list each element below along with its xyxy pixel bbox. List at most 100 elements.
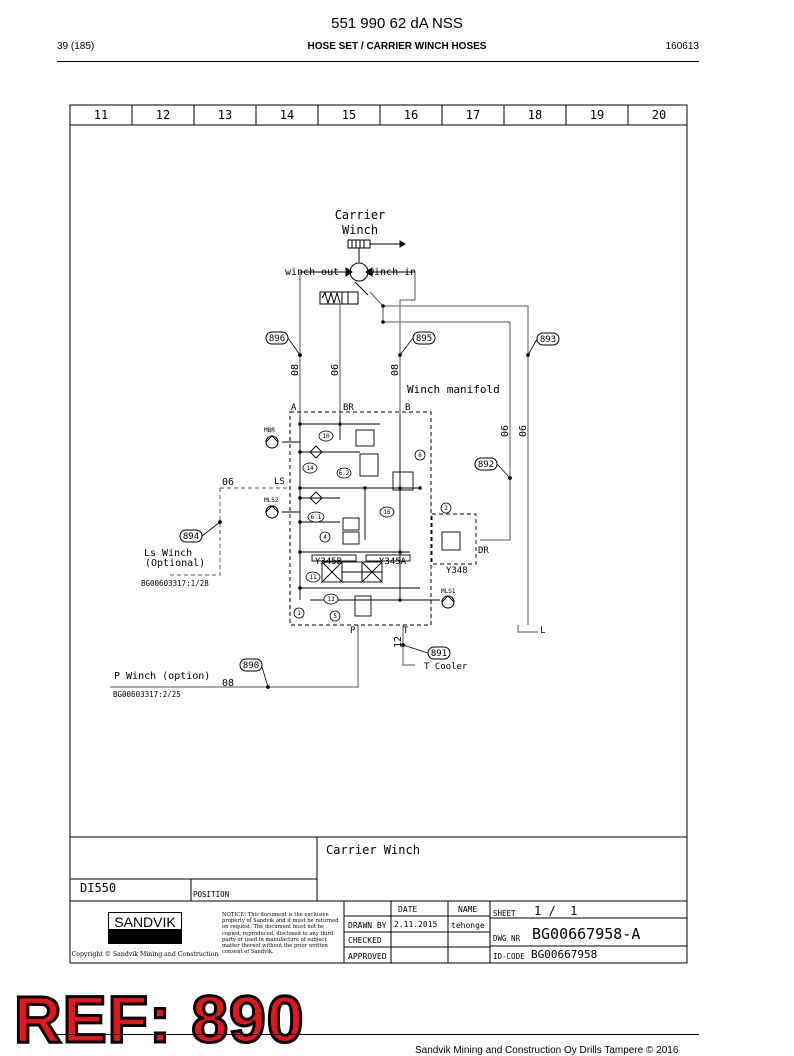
page-number: 39 (185)	[57, 41, 95, 52]
item-11: 11	[309, 574, 317, 581]
size-08-b: 08	[390, 364, 401, 376]
name-header: NAME	[458, 905, 477, 914]
footer-text: Sandvik Mining and Construction Oy Drill…	[415, 1045, 679, 1056]
hose-895-label: 895	[416, 334, 432, 344]
copyright-text: Copyright © Sandvik Mining and Construct…	[72, 951, 219, 958]
winch-out-label: winch out	[285, 267, 339, 278]
drawing-frame	[69, 104, 688, 964]
item-2: 2	[444, 505, 448, 512]
grid-col-18: 18	[528, 108, 542, 122]
ls-reference: BG00603317:1/28	[141, 579, 209, 588]
item-14: 14	[306, 465, 314, 472]
dwg-label: DWG NR	[493, 934, 521, 943]
size-06-b: 06	[500, 425, 511, 437]
winch-title-line1: Carrier	[335, 208, 386, 222]
notice-text: NOTICE! This document is the exclusive p…	[222, 912, 339, 956]
id-code-label: ID-CODE	[493, 952, 525, 961]
hose-891-label: 891	[431, 649, 447, 659]
manifold-label: Winch manifold	[407, 383, 500, 396]
hose-894-label: 894	[183, 532, 199, 542]
winch-motor-symbol: Carrier Winch	[300, 208, 415, 305]
grid-column-separators	[131, 105, 629, 125]
item-bubbles	[293, 430, 452, 622]
grid-col-17: 17	[466, 108, 480, 122]
mls1-label: MLS1	[441, 588, 456, 595]
section-title: HOSE SET / CARRIER WINCH HOSES	[307, 41, 487, 52]
header-rule	[57, 61, 699, 62]
checked-label: CHECKED	[348, 936, 382, 945]
valve-symbols	[309, 429, 477, 617]
port-b-label: B	[405, 403, 410, 413]
document-title: 551 990 62 dA NSS	[331, 15, 463, 32]
hose-892-label: 892	[478, 460, 494, 470]
sheet-value: 1 / 1	[534, 904, 577, 918]
size-06-d: 06	[222, 477, 234, 488]
item-1: 1	[297, 610, 301, 617]
winch-in-label: winch in	[368, 267, 416, 278]
port-dr-label: DR	[478, 546, 489, 556]
grid-col-20: 20	[652, 108, 666, 122]
hose-lines	[110, 272, 538, 688]
gauge-ports	[265, 435, 455, 609]
item-5: 5	[333, 613, 337, 620]
drawn-date: 2.11.2015	[394, 920, 438, 929]
port-ls-label: LS	[274, 477, 285, 487]
winch-title-line2: Winch	[342, 223, 378, 237]
id-code-value: BG00667958	[531, 948, 597, 961]
ref-stamp: REF: 890	[12, 982, 305, 1056]
grid-column-labels: 11 12 13 14 15 16 17 18 19 20	[94, 108, 666, 122]
grid-col-15: 15	[342, 108, 356, 122]
size-06-c: 06	[518, 425, 529, 437]
junction-dots	[298, 304, 422, 602]
hose-890-label: 890	[243, 661, 259, 671]
position-label: POSITION	[193, 890, 229, 899]
port-a-label: A	[291, 403, 297, 413]
item-6-1: 6.1	[311, 514, 322, 521]
grid-col-14: 14	[280, 108, 294, 122]
grid-col-13: 13	[218, 108, 232, 122]
sheet-label: SHEET	[493, 909, 516, 918]
hose-893-label: 893	[540, 335, 556, 345]
p-winch-label: P Winch (option)	[114, 671, 210, 682]
mbr-label: MBR	[264, 427, 275, 434]
t-cooler-label: T Cooler	[424, 662, 468, 672]
drawing-number: BG00667958-A	[532, 925, 640, 943]
y345b-label: Y345B	[315, 557, 342, 567]
hose-leader-lines	[201, 337, 538, 689]
port-l-label: L	[540, 626, 545, 636]
size-06-a: 06	[330, 364, 341, 376]
y345a-label: Y345A	[379, 557, 407, 567]
size-08-c: 08	[222, 678, 234, 689]
grid-col-19: 19	[590, 108, 604, 122]
mls2-label: MLS2	[264, 497, 279, 504]
port-br-label: BR	[343, 403, 354, 413]
hose-896-label: 896	[269, 334, 285, 344]
grid-col-16: 16	[404, 108, 418, 122]
item-4: 4	[323, 534, 327, 541]
hose-bubbles	[179, 331, 560, 672]
sandvik-logo-text: SANDVIK	[114, 914, 176, 930]
ls-winch-label: Ls Winch	[144, 548, 192, 559]
drawn-name: tehonge	[451, 921, 485, 930]
footer-rule	[57, 1034, 699, 1035]
item-10: 10	[322, 433, 330, 440]
title-block-lines	[70, 836, 687, 963]
size-08-a: 08	[290, 364, 301, 376]
size-12: 12	[393, 636, 404, 648]
ls-optional-label: (Optional)	[145, 558, 205, 569]
p-reference: BG00603317:2/25	[113, 690, 181, 699]
grid-col-11: 11	[94, 108, 108, 122]
port-t-label: T	[403, 626, 409, 636]
drawn-by-label: DRAWN BY	[348, 921, 387, 930]
grid-col-12: 12	[156, 108, 170, 122]
date-header: DATE	[398, 905, 417, 914]
item-16: 16	[383, 509, 391, 516]
item-6: 6	[418, 452, 422, 459]
item-13: 13	[327, 596, 335, 603]
drawing-title: Carrier Winch	[326, 843, 420, 857]
date-code: 160613	[665, 41, 699, 52]
item-6-2: 6.2	[339, 470, 350, 477]
winch-manifold-box	[289, 411, 432, 626]
model-label: DI550	[80, 881, 116, 895]
